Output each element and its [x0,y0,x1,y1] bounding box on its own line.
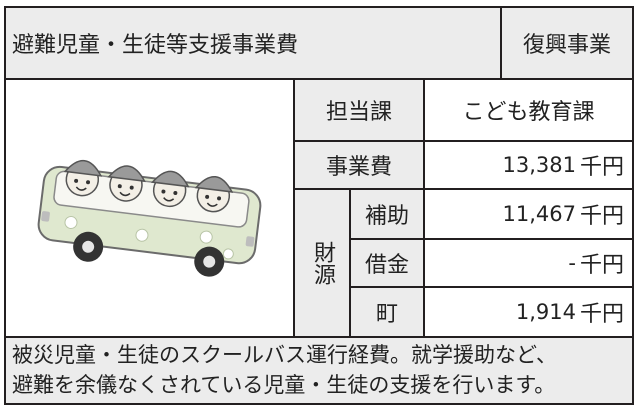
school-bus-with-children-icon [37,159,262,277]
funding-subsidy-value-cell: 11,467 千円 [425,190,632,238]
project-category: 復興事業 [522,33,611,58]
description-line-1: 被災児童・生徒のスクールバス運行経費。就学援助など、 [12,343,557,367]
cost-label-cell: 事業費 [295,142,423,188]
department-label-cell: 担当課 [295,80,423,140]
funding-loan-label: 借金 [364,253,409,278]
divider [293,80,295,336]
project-title: 避難児童・生徒等支援事業費 [12,33,299,58]
divider [295,188,632,190]
department-value: こども教育課 [462,100,595,125]
project-description: 被災児童・生徒のスクールバス運行経費。就学援助など、 避難を余儀なくされている児… [6,338,632,403]
divider [349,190,351,336]
funding-town-value: 1,914 [515,300,576,324]
divider [423,80,425,336]
funding-loan-label-cell: 借金 [351,240,423,286]
description-line-2: 避難を余儀なくされている児童・生徒の支援を行います。 [12,373,556,397]
cost-unit: 千円 [579,155,624,180]
cost-value: 13,381 [502,153,576,177]
funding-loan-unit: 千円 [579,253,624,278]
funding-label-cell: 財源 [295,190,349,336]
funding-town-label: 町 [375,302,398,327]
funding-town-label-cell: 町 [351,288,423,336]
project-title-cell: 避難児童・生徒等支援事業費 [6,8,500,78]
funding-loan-value: - [568,251,576,275]
divider [351,286,632,288]
cost-value-cell: 13,381 千円 [425,142,632,188]
funding-label: 財源 [310,241,335,285]
funding-loan-value-cell: - 千円 [425,240,632,286]
divider [295,140,632,142]
divider [6,336,632,338]
department-value-cell: こども教育課 [425,80,632,140]
cost-label: 事業費 [325,155,392,180]
funding-subsidy-unit: 千円 [579,204,624,229]
department-label: 担当課 [325,100,392,125]
funding-subsidy-value: 11,467 [502,202,576,226]
divider [6,78,632,80]
funding-town-unit: 千円 [579,302,624,327]
funding-subsidy-label-cell: 補助 [351,190,423,238]
divider [500,8,502,78]
project-category-cell: 復興事業 [502,8,632,78]
funding-town-value-cell: 1,914 千円 [425,288,632,336]
funding-subsidy-label: 補助 [364,204,409,229]
project-info-table: 避難児童・生徒等支援事業費 復興事業 担当課 こども教育課 事業費 13,381… [4,6,634,405]
divider [351,238,632,240]
